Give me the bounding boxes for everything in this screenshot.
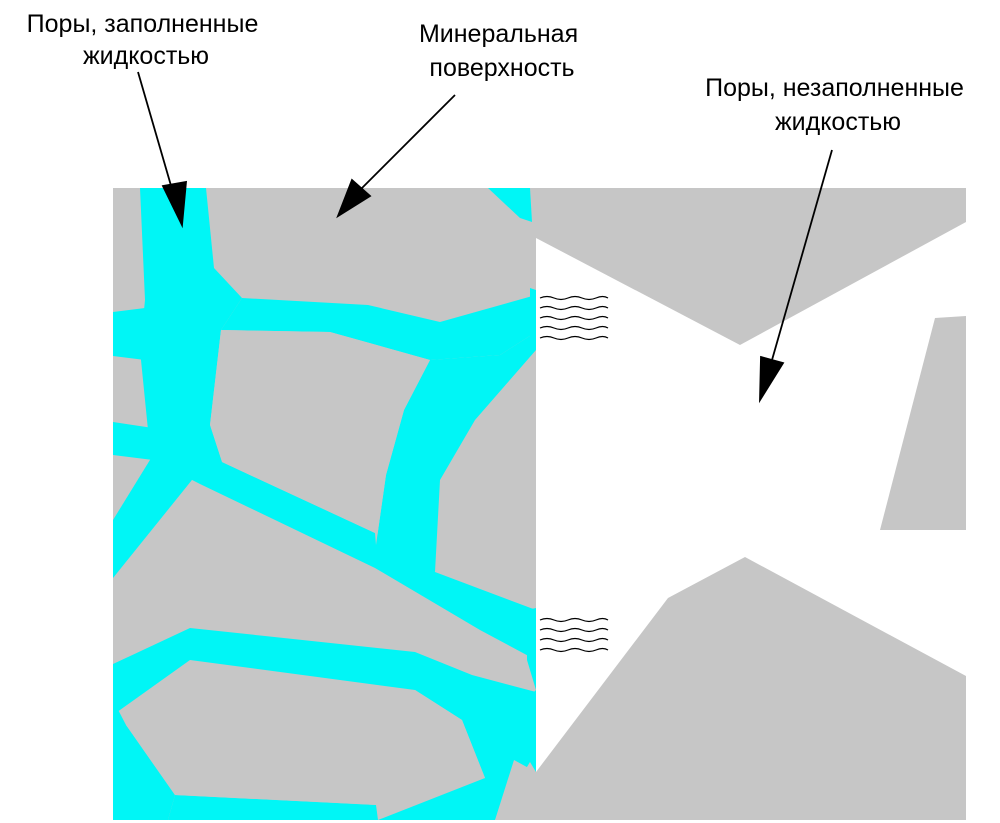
arrow-filled-pores-line	[137, 71, 175, 197]
meniscus-upper	[530, 288, 536, 342]
arrow-mineral-surface-head	[336, 178, 372, 219]
pore-channel-middle-diagonal	[200, 425, 536, 660]
filled-pore-network	[113, 188, 536, 820]
pore-channel-diagonal-left	[113, 455, 200, 578]
mineral-grains	[126, 330, 485, 805]
leader-arrows	[137, 71, 833, 404]
mineral-grain-right-bottom	[495, 557, 966, 820]
mineral-grain-right-side	[880, 316, 966, 530]
label-filled-pores-line2: жидкостью	[83, 42, 209, 70]
label-mineral-surface-line1: Минеральная	[419, 20, 578, 48]
unfilled-pore-region	[495, 188, 966, 820]
arrow-filled-pores-head	[161, 180, 188, 229]
label-empty-pores-line1: Поры, незаполненные	[705, 74, 964, 102]
pore-channel-upper-right-stub	[488, 188, 532, 222]
pore-channel-bottom-middle	[168, 795, 378, 820]
label-filled-pores-line1: Поры, заполненные	[27, 10, 259, 38]
mineral-grain-right-top	[536, 188, 966, 345]
pore-channel-bottom-left	[113, 700, 175, 820]
pore-channel-horizontal-top	[221, 295, 536, 360]
label-mineral-surface: Минеральная поверхность	[419, 20, 585, 82]
label-mineral-surface-line2: поверхность	[429, 54, 574, 82]
evaporation-lines-lower	[539, 617, 609, 653]
pore-channel-middle-vertical	[376, 332, 536, 572]
pore-channel-branch-left-upper	[113, 308, 145, 360]
meniscus-lower	[524, 608, 536, 772]
pore-channel-lower-band	[113, 628, 536, 820]
arrow-empty-pores-head	[759, 355, 785, 404]
arrow-mineral-surface-line	[359, 94, 456, 191]
evaporation-lines-upper	[539, 295, 609, 341]
mineral-grain-center	[210, 330, 430, 545]
mineral-grain-bottom	[126, 688, 485, 805]
pore-channel-vertical-left	[140, 188, 242, 484]
pore-channel-branch-left-lower	[113, 422, 153, 460]
label-empty-pores-line2: жидкостью	[775, 108, 901, 136]
label-filled-pores: Поры, заполненные жидкостью	[27, 10, 266, 70]
arrow-empty-pores-line	[771, 149, 833, 361]
label-empty-pores: Поры, незаполненные жидкостью	[705, 74, 971, 136]
